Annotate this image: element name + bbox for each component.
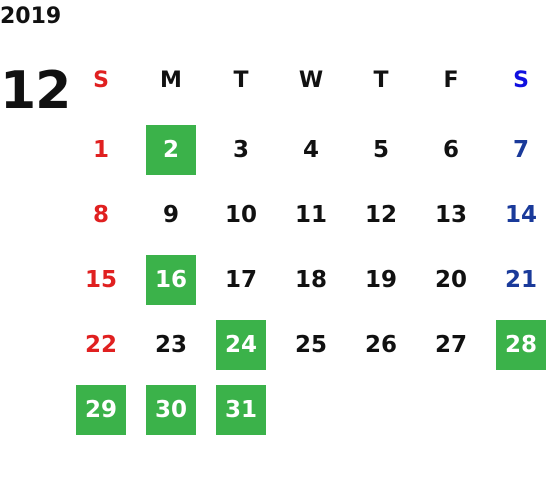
- calendar-month: 12: [0, 61, 71, 121]
- day-cell-11[interactable]: 11: [294, 202, 327, 228]
- weekday-header-wed: W: [298, 67, 324, 93]
- weekday-header-thu: T: [373, 67, 389, 93]
- day-cell-25[interactable]: 25: [294, 332, 327, 358]
- day-cell-29[interactable]: 29: [76, 385, 126, 435]
- day-cell-5[interactable]: 5: [372, 137, 389, 163]
- day-cell-22[interactable]: 22: [84, 332, 117, 358]
- day-cell-8[interactable]: 8: [92, 202, 109, 228]
- day-cell-6[interactable]: 6: [442, 137, 459, 163]
- day-cell-27[interactable]: 27: [434, 332, 467, 358]
- day-cell-21[interactable]: 21: [504, 267, 537, 293]
- day-cell-2[interactable]: 2: [146, 125, 196, 175]
- day-cell-10[interactable]: 10: [224, 202, 257, 228]
- day-cell-18[interactable]: 18: [294, 267, 327, 293]
- weekday-header-mon: M: [160, 67, 182, 93]
- day-cell-20[interactable]: 20: [434, 267, 467, 293]
- day-cell-24[interactable]: 24: [216, 320, 266, 370]
- day-cell-23[interactable]: 23: [154, 332, 187, 358]
- day-cell-14[interactable]: 14: [504, 202, 537, 228]
- day-cell-13[interactable]: 13: [434, 202, 467, 228]
- weekday-header-sun: S: [93, 67, 109, 93]
- day-cell-9[interactable]: 9: [162, 202, 179, 228]
- day-cell-7[interactable]: 7: [512, 137, 529, 163]
- calendar-year: 2019: [0, 4, 62, 29]
- day-cell-19[interactable]: 19: [364, 267, 397, 293]
- weekday-header-tue: T: [233, 67, 249, 93]
- weekday-header-sat: S: [513, 67, 529, 93]
- day-cell-12[interactable]: 12: [364, 202, 397, 228]
- day-cell-4[interactable]: 4: [302, 137, 319, 163]
- day-cell-26[interactable]: 26: [364, 332, 397, 358]
- day-cell-16[interactable]: 16: [146, 255, 196, 305]
- day-cell-3[interactable]: 3: [232, 137, 249, 163]
- weekday-header-fri: F: [443, 67, 459, 93]
- day-cell-30[interactable]: 30: [146, 385, 196, 435]
- day-cell-28[interactable]: 28: [496, 320, 546, 370]
- day-cell-31[interactable]: 31: [216, 385, 266, 435]
- day-cell-17[interactable]: 17: [224, 267, 257, 293]
- day-cell-15[interactable]: 15: [84, 267, 117, 293]
- day-cell-1[interactable]: 1: [92, 137, 109, 163]
